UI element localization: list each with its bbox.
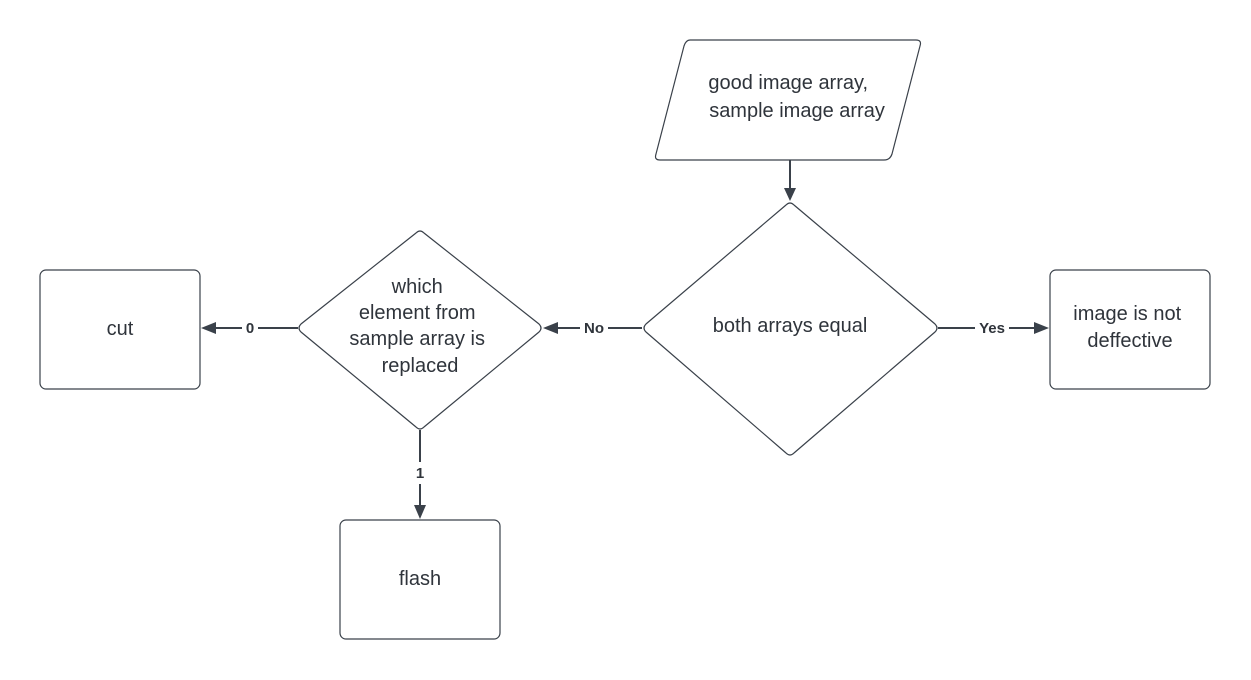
diamond-shape: [298, 230, 542, 430]
node-input-parallelogram[interactable]: good image array, sample image array: [654, 39, 922, 161]
node-result-not-defective-line-1: image is not: [1073, 303, 1181, 325]
node-result-cut-label: cut: [107, 318, 134, 340]
parallelogram-shape: [654, 39, 922, 161]
node-result-flash-line-1: flash: [399, 568, 441, 590]
edge-equal-no: No: [543, 318, 642, 338]
rectangle-shape: [339, 519, 501, 640]
edge-label-background: [580, 318, 608, 338]
arrowhead-icon: [414, 505, 426, 519]
edges: Yes No 0 1: [201, 160, 1049, 519]
edge-input-to-equal: [784, 160, 796, 201]
node-result-not-defective[interactable]: image is not deffective: [1049, 269, 1211, 390]
node-decision-equal-line-1: both arrays equal: [713, 315, 868, 337]
arrowhead-icon: [784, 188, 796, 201]
rectangle-shape: [39, 269, 201, 390]
diamond-shape: [643, 202, 938, 456]
node-input-line-1: good image array,: [708, 72, 868, 94]
arrowhead-icon: [1034, 322, 1049, 334]
nodes: good image array, sample image array bot…: [39, 39, 1211, 640]
edge-label-background: [411, 462, 429, 484]
node-result-flash-label: flash: [399, 568, 441, 590]
arrowhead-icon: [543, 322, 558, 334]
node-decision-equal-label: both arrays equal: [713, 315, 868, 337]
edge-replaced-one: 1: [411, 430, 429, 519]
rectangle-shape: [1049, 269, 1211, 390]
edge-label-no: No: [584, 320, 604, 337]
arrowhead-icon: [201, 322, 216, 334]
node-result-cut-line-1: cut: [107, 318, 134, 340]
node-input-label: good image array, sample image array: [708, 72, 884, 122]
node-decision-replaced-line-3: sample array is: [349, 328, 485, 350]
edge-label-yes: Yes: [979, 320, 1005, 337]
node-decision-replaced-label: which element from sample array is repla…: [349, 276, 490, 377]
edge-replaced-zero: 0: [201, 318, 298, 338]
node-decision-equal[interactable]: both arrays equal: [643, 202, 938, 456]
node-decision-replaced[interactable]: which element from sample array is repla…: [298, 230, 542, 430]
node-result-cut[interactable]: cut: [39, 269, 201, 390]
node-result-not-defective-label: image is not deffective: [1073, 303, 1186, 352]
edge-equal-yes: Yes: [938, 318, 1049, 338]
node-result-not-defective-line-2: deffective: [1087, 330, 1172, 352]
edge-label-zero: 0: [246, 320, 254, 337]
node-decision-replaced-line-4: replaced: [382, 355, 459, 377]
node-input-line-2: sample image array: [709, 100, 885, 122]
edge-label-background: [975, 318, 1009, 338]
node-decision-replaced-line-2: element from: [359, 302, 476, 324]
edge-label-one: 1: [416, 465, 424, 482]
node-decision-replaced-line-1: which: [391, 276, 443, 298]
edge-label-background: [242, 318, 258, 338]
node-result-flash[interactable]: flash: [339, 519, 501, 640]
